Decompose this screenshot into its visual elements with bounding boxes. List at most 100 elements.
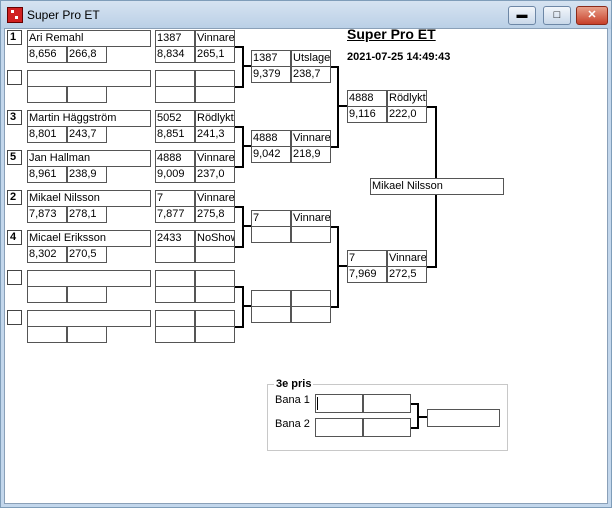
- reaction-time-field[interactable]: [155, 326, 195, 343]
- status-field[interactable]: Vinnare: [195, 150, 235, 167]
- driver-name-field[interactable]: Ari Remahl: [27, 30, 151, 47]
- reaction-time-field[interactable]: [251, 306, 291, 323]
- status-field[interactable]: Vinnare: [387, 250, 427, 267]
- speed-field[interactable]: 270,5: [67, 246, 107, 263]
- seed-box[interactable]: [7, 70, 22, 85]
- reaction-time-field[interactable]: 8,801: [27, 126, 67, 143]
- status-field[interactable]: Rödlykta: [387, 90, 427, 107]
- speed-field[interactable]: 278,1: [67, 206, 107, 223]
- car-number-field[interactable]: 5052: [155, 110, 195, 127]
- car-number-field[interactable]: [155, 310, 195, 327]
- status-field[interactable]: Rödlykta: [195, 110, 235, 127]
- status-field[interactable]: NoShow: [195, 230, 235, 247]
- speed-field[interactable]: [67, 326, 107, 343]
- speed-field[interactable]: 218,9: [291, 146, 331, 163]
- car-number-field[interactable]: 4888: [155, 150, 195, 167]
- car-number-field[interactable]: [251, 290, 291, 307]
- title-bar[interactable]: Super Pro ET ▬ □ ✕: [1, 1, 611, 29]
- seed-box[interactable]: 3: [7, 110, 22, 125]
- reaction-time-field[interactable]: 7,969: [347, 266, 387, 283]
- status-field[interactable]: Vinnare: [195, 30, 235, 47]
- reaction-time-field[interactable]: [155, 246, 195, 263]
- reaction-time-field[interactable]: 8,851: [155, 126, 195, 143]
- driver-name-field[interactable]: Mikael Nilsson: [27, 190, 151, 207]
- car-number-field[interactable]: 4888: [251, 130, 291, 147]
- speed-field[interactable]: [291, 306, 331, 323]
- connector: [411, 403, 419, 405]
- driver-name-field[interactable]: Jan Hallman: [27, 150, 151, 167]
- third-prize-lane2-id[interactable]: [315, 418, 363, 437]
- seed-box[interactable]: [7, 270, 22, 285]
- status-field[interactable]: Vinnare: [291, 210, 331, 227]
- car-number-field[interactable]: 2433: [155, 230, 195, 247]
- reaction-time-field[interactable]: [155, 86, 195, 103]
- speed-field[interactable]: [195, 286, 235, 303]
- speed-field[interactable]: 266,8: [67, 46, 107, 63]
- speed-field[interactable]: [195, 326, 235, 343]
- speed-field[interactable]: 241,3: [195, 126, 235, 143]
- speed-field[interactable]: 265,1: [195, 46, 235, 63]
- car-number-field[interactable]: 4888: [347, 90, 387, 107]
- reaction-time-field[interactable]: [251, 226, 291, 243]
- car-number-field[interactable]: 7: [347, 250, 387, 267]
- third-prize-lane2-status[interactable]: [363, 418, 411, 437]
- status-field[interactable]: Vinnare: [195, 190, 235, 207]
- seed-box[interactable]: 4: [7, 230, 22, 245]
- driver-name-field[interactable]: [27, 70, 151, 87]
- minimize-button[interactable]: ▬: [508, 6, 536, 25]
- speed-field[interactable]: 272,5: [387, 266, 427, 283]
- seed-box[interactable]: 5: [7, 150, 22, 165]
- reaction-time-field[interactable]: [155, 286, 195, 303]
- reaction-time-field[interactable]: 8,656: [27, 46, 67, 63]
- car-number-field[interactable]: 7: [155, 190, 195, 207]
- driver-name-field[interactable]: [27, 310, 151, 327]
- seed-box[interactable]: 1: [7, 30, 22, 45]
- speed-field[interactable]: 222,0: [387, 106, 427, 123]
- speed-field[interactable]: [195, 246, 235, 263]
- reaction-time-field[interactable]: [27, 326, 67, 343]
- speed-field[interactable]: 275,8: [195, 206, 235, 223]
- status-field[interactable]: [195, 270, 235, 287]
- seed-box[interactable]: [7, 310, 22, 325]
- reaction-time-field[interactable]: 8,961: [27, 166, 67, 183]
- reaction-time-field[interactable]: 9,116: [347, 106, 387, 123]
- winner-field[interactable]: Mikael Nilsson: [370, 178, 504, 195]
- status-field[interactable]: [195, 310, 235, 327]
- reaction-time-field[interactable]: 9,009: [155, 166, 195, 183]
- car-number-field[interactable]: [155, 270, 195, 287]
- car-number-field[interactable]: 1387: [155, 30, 195, 47]
- status-field[interactable]: [291, 290, 331, 307]
- third-prize-lane1-status[interactable]: [363, 394, 411, 413]
- close-button[interactable]: ✕: [576, 6, 608, 25]
- maximize-button[interactable]: □: [543, 6, 571, 25]
- speed-field[interactable]: 237,0: [195, 166, 235, 183]
- speed-field[interactable]: [67, 86, 107, 103]
- status-field[interactable]: Vinnare: [291, 130, 331, 147]
- reaction-time-field[interactable]: 7,877: [155, 206, 195, 223]
- third-prize-result[interactable]: [427, 409, 500, 427]
- seed-box[interactable]: 2: [7, 190, 22, 205]
- speed-field[interactable]: [67, 286, 107, 303]
- speed-field[interactable]: 238,7: [291, 66, 331, 83]
- speed-field[interactable]: [195, 86, 235, 103]
- reaction-time-field[interactable]: [27, 286, 67, 303]
- status-field[interactable]: Utslagen: [291, 50, 331, 67]
- car-number-field[interactable]: 1387: [251, 50, 291, 67]
- reaction-time-field[interactable]: 9,379: [251, 66, 291, 83]
- speed-field[interactable]: [291, 226, 331, 243]
- speed-field[interactable]: 243,7: [67, 126, 107, 143]
- connector: [417, 416, 427, 418]
- third-prize-lane1-id[interactable]: [315, 394, 363, 413]
- driver-name-field[interactable]: [27, 270, 151, 287]
- driver-name-field[interactable]: Micael Eriksson: [27, 230, 151, 247]
- reaction-time-field[interactable]: 7,873: [27, 206, 67, 223]
- reaction-time-field[interactable]: 8,834: [155, 46, 195, 63]
- car-number-field[interactable]: 7: [251, 210, 291, 227]
- reaction-time-field[interactable]: 9,042: [251, 146, 291, 163]
- reaction-time-field[interactable]: [27, 86, 67, 103]
- speed-field[interactable]: 238,9: [67, 166, 107, 183]
- status-field[interactable]: [195, 70, 235, 87]
- driver-name-field[interactable]: Martin Häggström: [27, 110, 151, 127]
- car-number-field[interactable]: [155, 70, 195, 87]
- reaction-time-field[interactable]: 8,302: [27, 246, 67, 263]
